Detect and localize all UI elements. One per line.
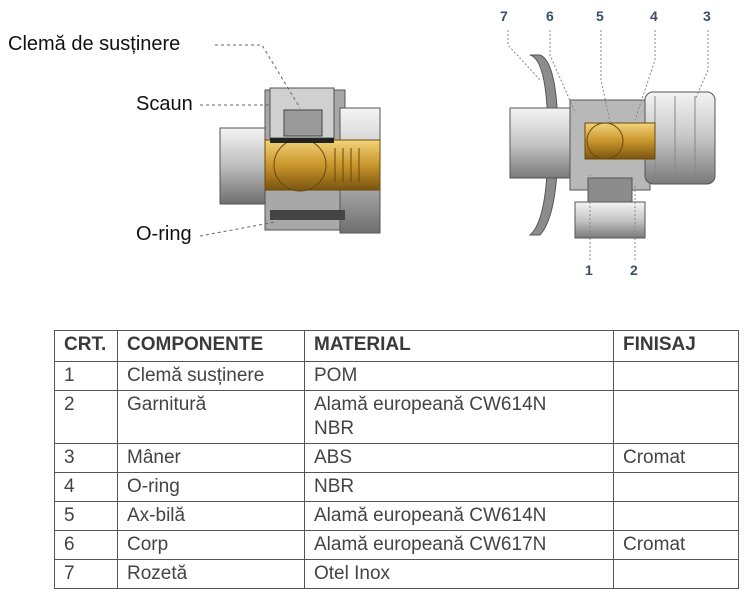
cell-material: Alamă europeană CW614N [304, 501, 614, 531]
material-line: Alamă europeană CW614N [314, 394, 547, 415]
cell-material: NBR [304, 472, 614, 502]
cell-component: Corp [117, 530, 305, 560]
cell-component: Mâner [117, 443, 305, 473]
cell-crt: 7 [54, 559, 118, 589]
cell-crt: 3 [54, 443, 118, 473]
header-crt: CRT. [54, 330, 118, 362]
valve-numbered-drawing [507, 30, 716, 260]
table-header-row: CRT. COMPONENTE MATERIAL FINISAJ [54, 330, 739, 362]
cell-finish: Cromat [613, 443, 739, 473]
cell-material: Alamă europeană CW614N NBR [304, 390, 614, 444]
callout-number-6: 6 [546, 8, 554, 24]
cell-finish [613, 559, 739, 589]
valve-numbered-figure: 7 6 5 4 3 1 2 [470, 0, 751, 290]
valve-cutaway-figure: Clemă de susținere Scaun O-ring [0, 0, 400, 270]
callout-number-2: 2 [630, 262, 638, 278]
header-material: MATERIAL [304, 330, 614, 362]
cell-crt: 6 [54, 530, 118, 560]
header-components: COMPONENTE [117, 330, 305, 362]
cell-crt: 1 [54, 361, 118, 391]
cell-material: Alamă europeană CW617N [304, 530, 614, 560]
callout-o-ring: O-ring [136, 223, 192, 245]
cell-material: ABS [304, 443, 614, 473]
cell-crt: 5 [54, 501, 118, 531]
cell-finish [613, 501, 739, 531]
callout-support-clip: Clemă de susținere [8, 33, 181, 55]
cell-crt: 2 [54, 390, 118, 444]
header-finish: FINISAJ [613, 330, 739, 362]
material-line: NBR [314, 418, 355, 439]
table-row: 5 Ax-bilă Alamă europeană CW614N [54, 501, 739, 531]
cell-component: Garnitură [117, 390, 305, 444]
cell-finish: Cromat [613, 530, 739, 560]
table-row: 4 O-ring NBR [54, 472, 739, 502]
table-row: 2 Garnitură Alamă europeană CW614N NBR [54, 390, 739, 444]
cell-component: Rozetă [117, 559, 305, 589]
table-row: 3 Mâner ABS Cromat [54, 443, 739, 473]
cell-component: Clemă susținere [117, 361, 305, 391]
cell-finish [613, 472, 739, 502]
cell-component: O-ring [117, 472, 305, 502]
callout-number-1: 1 [585, 262, 593, 278]
cell-material: Otel Inox [304, 559, 614, 589]
callout-number-4: 4 [650, 8, 658, 24]
cell-finish [613, 361, 739, 391]
callout-number-5: 5 [596, 8, 604, 24]
callout-number-3: 3 [703, 8, 711, 24]
callout-seat: Scaun [136, 93, 193, 115]
cell-finish [613, 390, 739, 444]
cell-crt: 4 [54, 472, 118, 502]
table-row: 1 Clemă susținere POM [54, 361, 739, 391]
components-table: CRT. COMPONENTE MATERIAL FINISAJ 1 Clemă… [54, 330, 739, 589]
valve-cutaway-drawing [199, 44, 381, 237]
callout-number-7: 7 [500, 8, 508, 24]
table-row: 6 Corp Alamă europeană CW617N Cromat [54, 530, 739, 560]
cell-component: Ax-bilă [117, 501, 305, 531]
table-row: 7 Rozetă Otel Inox [54, 559, 739, 589]
cell-material: POM [304, 361, 614, 391]
